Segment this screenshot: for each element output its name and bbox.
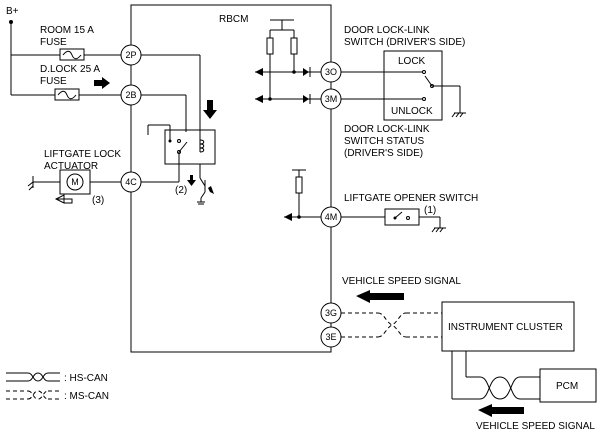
pin-3M: 3M	[320, 88, 342, 110]
speed-signal-in-label: VEHICLE SPEED SIGNAL	[342, 276, 461, 287]
instrument-cluster-label: INSTRUMENT CLUSTER	[448, 322, 563, 333]
rbcm-label: RBCM	[219, 14, 248, 25]
step2-label: (2)	[175, 185, 187, 196]
svg-text:3G: 3G	[325, 308, 337, 318]
room-fuse-label-2: FUSE	[40, 37, 67, 48]
door-switch-status-2: SWITCH STATUS	[344, 136, 425, 147]
actuator-label-2: ACTUATOR	[44, 161, 98, 172]
supply-label: B+	[6, 6, 19, 17]
motor-icon: M	[59, 169, 91, 195]
ms-can-bus	[341, 312, 442, 338]
dlock-fuse-label-1: D.LOCK 25 A	[40, 64, 100, 75]
pin-4M: 4M	[320, 206, 342, 228]
step2-arrow-icon	[187, 175, 196, 186]
room-fuse-label-1: ROOM 15 A	[40, 25, 94, 36]
speed-signal-out-arrow-icon	[478, 404, 524, 417]
svg-text:2B: 2B	[125, 90, 136, 100]
svg-text:4M: 4M	[325, 212, 338, 222]
svg-text:3E: 3E	[325, 332, 336, 342]
pin-3O: 3O	[320, 61, 342, 83]
door-switch-unlock-label: UNLOCK	[391, 106, 433, 117]
svg-text:2P: 2P	[125, 50, 136, 60]
pcm-box	[539, 368, 597, 403]
legend-hs-can-symbol	[6, 372, 60, 382]
pcm-label: PCM	[556, 381, 578, 392]
instrument-cluster-box	[441, 301, 575, 352]
svg-text:4C: 4C	[125, 177, 137, 187]
current-arrow-icon	[94, 77, 110, 89]
svg-text:3O: 3O	[325, 67, 337, 77]
liftgate-opener-input-circuit	[284, 169, 321, 221]
legend-ms-can-symbol	[6, 390, 60, 400]
hs-can-bus	[451, 351, 540, 400]
svg-text:3M: 3M	[325, 94, 338, 104]
pin-3E: 3E	[320, 326, 342, 348]
pin-3G: 3G	[320, 302, 342, 324]
actuator-ground	[27, 176, 60, 191]
door-switch-status-3: (DRIVER'S SIDE)	[344, 148, 423, 159]
dlock-fuse	[54, 88, 80, 101]
legend-hs-can-label: : HS-CAN	[64, 373, 108, 384]
door-switch-input-circuit	[255, 19, 321, 104]
door-switch-title-2: SWITCH (DRIVER'S SIDE)	[344, 37, 465, 48]
door-switch-title-1: DOOR LOCK-LINK	[344, 25, 430, 36]
door-switch-status-1: DOOR LOCK-LINK	[344, 124, 430, 135]
dlock-fuse-label-2: FUSE	[40, 76, 67, 87]
liftgate-opener-label: LIFTGATE OPENER SWITCH	[344, 193, 478, 204]
pin-4C: 4C	[120, 171, 142, 193]
step3-label: (3)	[92, 195, 104, 206]
svg-text:M: M	[71, 177, 79, 187]
relay-drive-arrow-icon	[203, 100, 217, 119]
legend-ms-can-label: : MS-CAN	[64, 391, 109, 402]
actuator-label-1: LIFTGATE LOCK	[44, 149, 121, 160]
step3-arrow-icon	[54, 194, 73, 204]
door-switch-lock-label: LOCK	[398, 56, 426, 67]
relay-circuit	[141, 54, 216, 205]
pin-2P: 2P	[120, 44, 142, 66]
door-switch-contacts	[341, 70, 466, 118]
step1-label: (1)	[424, 205, 436, 216]
liftgate-opener-switch	[341, 208, 446, 233]
speed-signal-in-arrow-icon	[356, 290, 404, 303]
transistor-arrow-icon	[208, 186, 214, 194]
speed-signal-out-label: VEHICLE SPEED SIGNAL	[476, 421, 595, 432]
pin-2B: 2B	[120, 84, 142, 106]
room-fuse	[59, 48, 85, 61]
